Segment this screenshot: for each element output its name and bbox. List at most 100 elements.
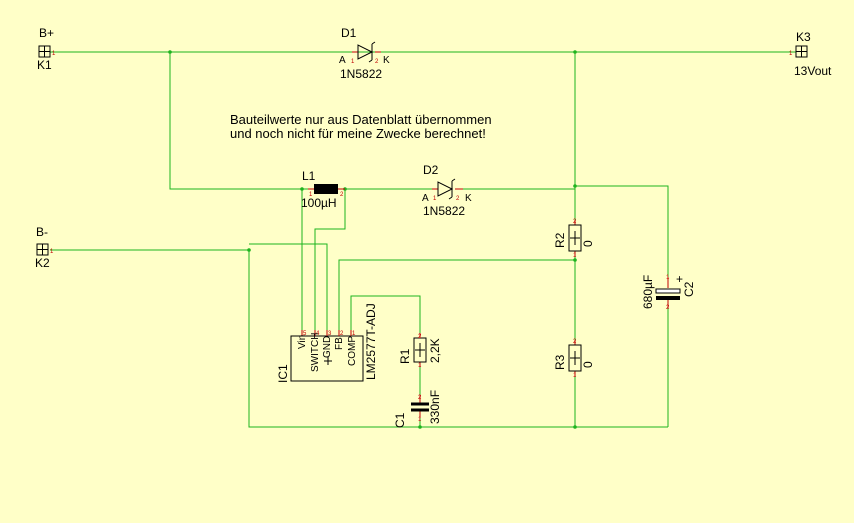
component-name: D2 (423, 163, 439, 177)
wire-b-plus-to-l1 (169, 52, 313, 190)
pin-number: 2 (375, 59, 379, 65)
resistor-icon (568, 344, 582, 372)
junction-dot (573, 425, 577, 429)
resistor-r2[interactable]: R2 0 2 1 (553, 219, 595, 259)
wire-ic-switch (314, 189, 346, 330)
component-name: R3 (553, 354, 567, 370)
pin-lead (301, 330, 352, 336)
junction-dot (573, 258, 577, 262)
resistor-mark (570, 231, 580, 245)
pin-number: 1 (50, 249, 54, 255)
pin-number: 1 (352, 331, 356, 337)
junctions (168, 50, 577, 429)
resistor-r1[interactable]: R1 2,2K 2 1 (398, 333, 442, 369)
pin-number: 3 (328, 331, 332, 337)
resistor-r3[interactable]: R3 0 2 1 (553, 339, 595, 379)
junction-dot (418, 425, 422, 429)
component-name: C1 (393, 412, 407, 428)
connector-name: K1 (37, 58, 52, 72)
component-value: LM2577T-ADJ (364, 303, 378, 380)
pin-number: 2 (573, 339, 577, 345)
pin-number: 2 (340, 192, 344, 198)
junction-dot (300, 187, 304, 191)
junction-dot (168, 50, 172, 54)
pin-number: 2 (456, 196, 460, 202)
pin-number: 1 (433, 196, 437, 202)
ic-pin-gnd: 3 GND (322, 331, 333, 365)
note-line-1: Bauteilwerte nur aus Datenblatt übernomm… (230, 112, 492, 127)
diode-bar (448, 178, 456, 200)
capacitor-plate (656, 296, 680, 300)
inductor-icon (314, 184, 338, 194)
pin-number: 2 (418, 395, 422, 401)
connector-k1[interactable]: B+ K1 1 (37, 26, 56, 72)
component-name: C2 (682, 281, 696, 297)
capacitor-c2[interactable]: C2 680µF + 1 2 (641, 272, 696, 311)
component-name: R2 (553, 232, 567, 248)
pin-number: 4 (316, 331, 320, 337)
ic-pins: 5 Vin 4 SWITCH 3 GND 2 FB 1 COMP (297, 331, 358, 372)
note-line-2: und noch nicht für meine Zwecke berechne… (230, 126, 486, 141)
component-name: D1 (341, 26, 357, 40)
pin-number: 1 (309, 192, 313, 198)
wire-ground-rail (248, 250, 668, 428)
inductor-l1[interactable]: L1 100µH 1 2 (301, 169, 345, 210)
resistor-icon (413, 337, 427, 363)
ground-icon (324, 357, 332, 365)
anode-label: A (339, 55, 346, 66)
annotation-note: Bauteilwerte nur aus Datenblatt übernomm… (230, 112, 492, 141)
connector-k3[interactable]: K3 13Vout 1 (789, 30, 832, 78)
cathode-label: K (383, 55, 390, 66)
pin-number: 1 (52, 51, 56, 57)
pin-number: 1 (666, 275, 670, 281)
pad-cross (39, 46, 50, 57)
pin-number: 2 (418, 334, 422, 340)
component-value: 100µH (301, 196, 337, 210)
pad-cross (796, 46, 807, 57)
connector-label: K3 (796, 30, 811, 44)
ic-lm2577[interactable]: IC1 LM2577T-ADJ 5 Vin 4 SWITCH 3 GND 2 F… (276, 303, 378, 383)
pin-number: 1 (418, 363, 422, 369)
diode-d2[interactable]: D2 1N5822 A K 1 2 (422, 163, 472, 218)
diode-bar (368, 41, 376, 63)
wire-ic-fb (338, 259, 575, 330)
connector-label: B+ (39, 26, 54, 40)
component-value: 0 (581, 361, 595, 368)
wire-ic-comp (350, 295, 421, 333)
ic-pin-vin: 5 Vin (297, 331, 308, 349)
resistor-icon (568, 224, 582, 252)
pin-number: 1 (573, 253, 577, 259)
junction-dot (573, 50, 577, 54)
ic-pin-switch: 4 SWITCH (310, 331, 321, 372)
pin-label: SWITCH (310, 333, 321, 372)
capacitor-c1[interactable]: C1 330nF 2 1 (393, 390, 442, 428)
anode-label: A (422, 193, 429, 204)
wire-ic-gnd (249, 243, 328, 330)
pin-number: 1 (351, 59, 355, 65)
ic-pin-fb: 2 FB (334, 331, 345, 350)
component-name: R1 (398, 348, 412, 364)
connector-name: 13Vout (794, 64, 832, 78)
connector-name: K2 (35, 256, 50, 270)
diode-icon (357, 44, 374, 60)
pad-cross (37, 244, 48, 255)
pin-label: Vin (297, 335, 308, 349)
diode-d1[interactable]: D1 1N5822 A K 1 2 (339, 26, 390, 81)
pin-number: 2 (573, 219, 577, 225)
pin-label: COMP (347, 336, 358, 366)
component-name: IC1 (276, 364, 290, 383)
capacitor-icon (655, 288, 681, 294)
wires (50, 51, 796, 428)
component-value: 680µF (641, 275, 655, 309)
wire-c2-top (575, 185, 669, 280)
component-name: L1 (302, 169, 316, 183)
cathode-label: K (465, 193, 472, 204)
component-value: 2,2K (428, 338, 442, 363)
connector-k2[interactable]: B- K2 1 (35, 225, 54, 270)
ic-pin-comp: 1 COMP (347, 331, 358, 366)
pin-number: 5 (303, 331, 307, 337)
diode-icon (437, 181, 454, 197)
resistor-mark (415, 343, 425, 357)
pin-label: GND (322, 336, 333, 358)
pin-number: 2 (666, 305, 670, 311)
